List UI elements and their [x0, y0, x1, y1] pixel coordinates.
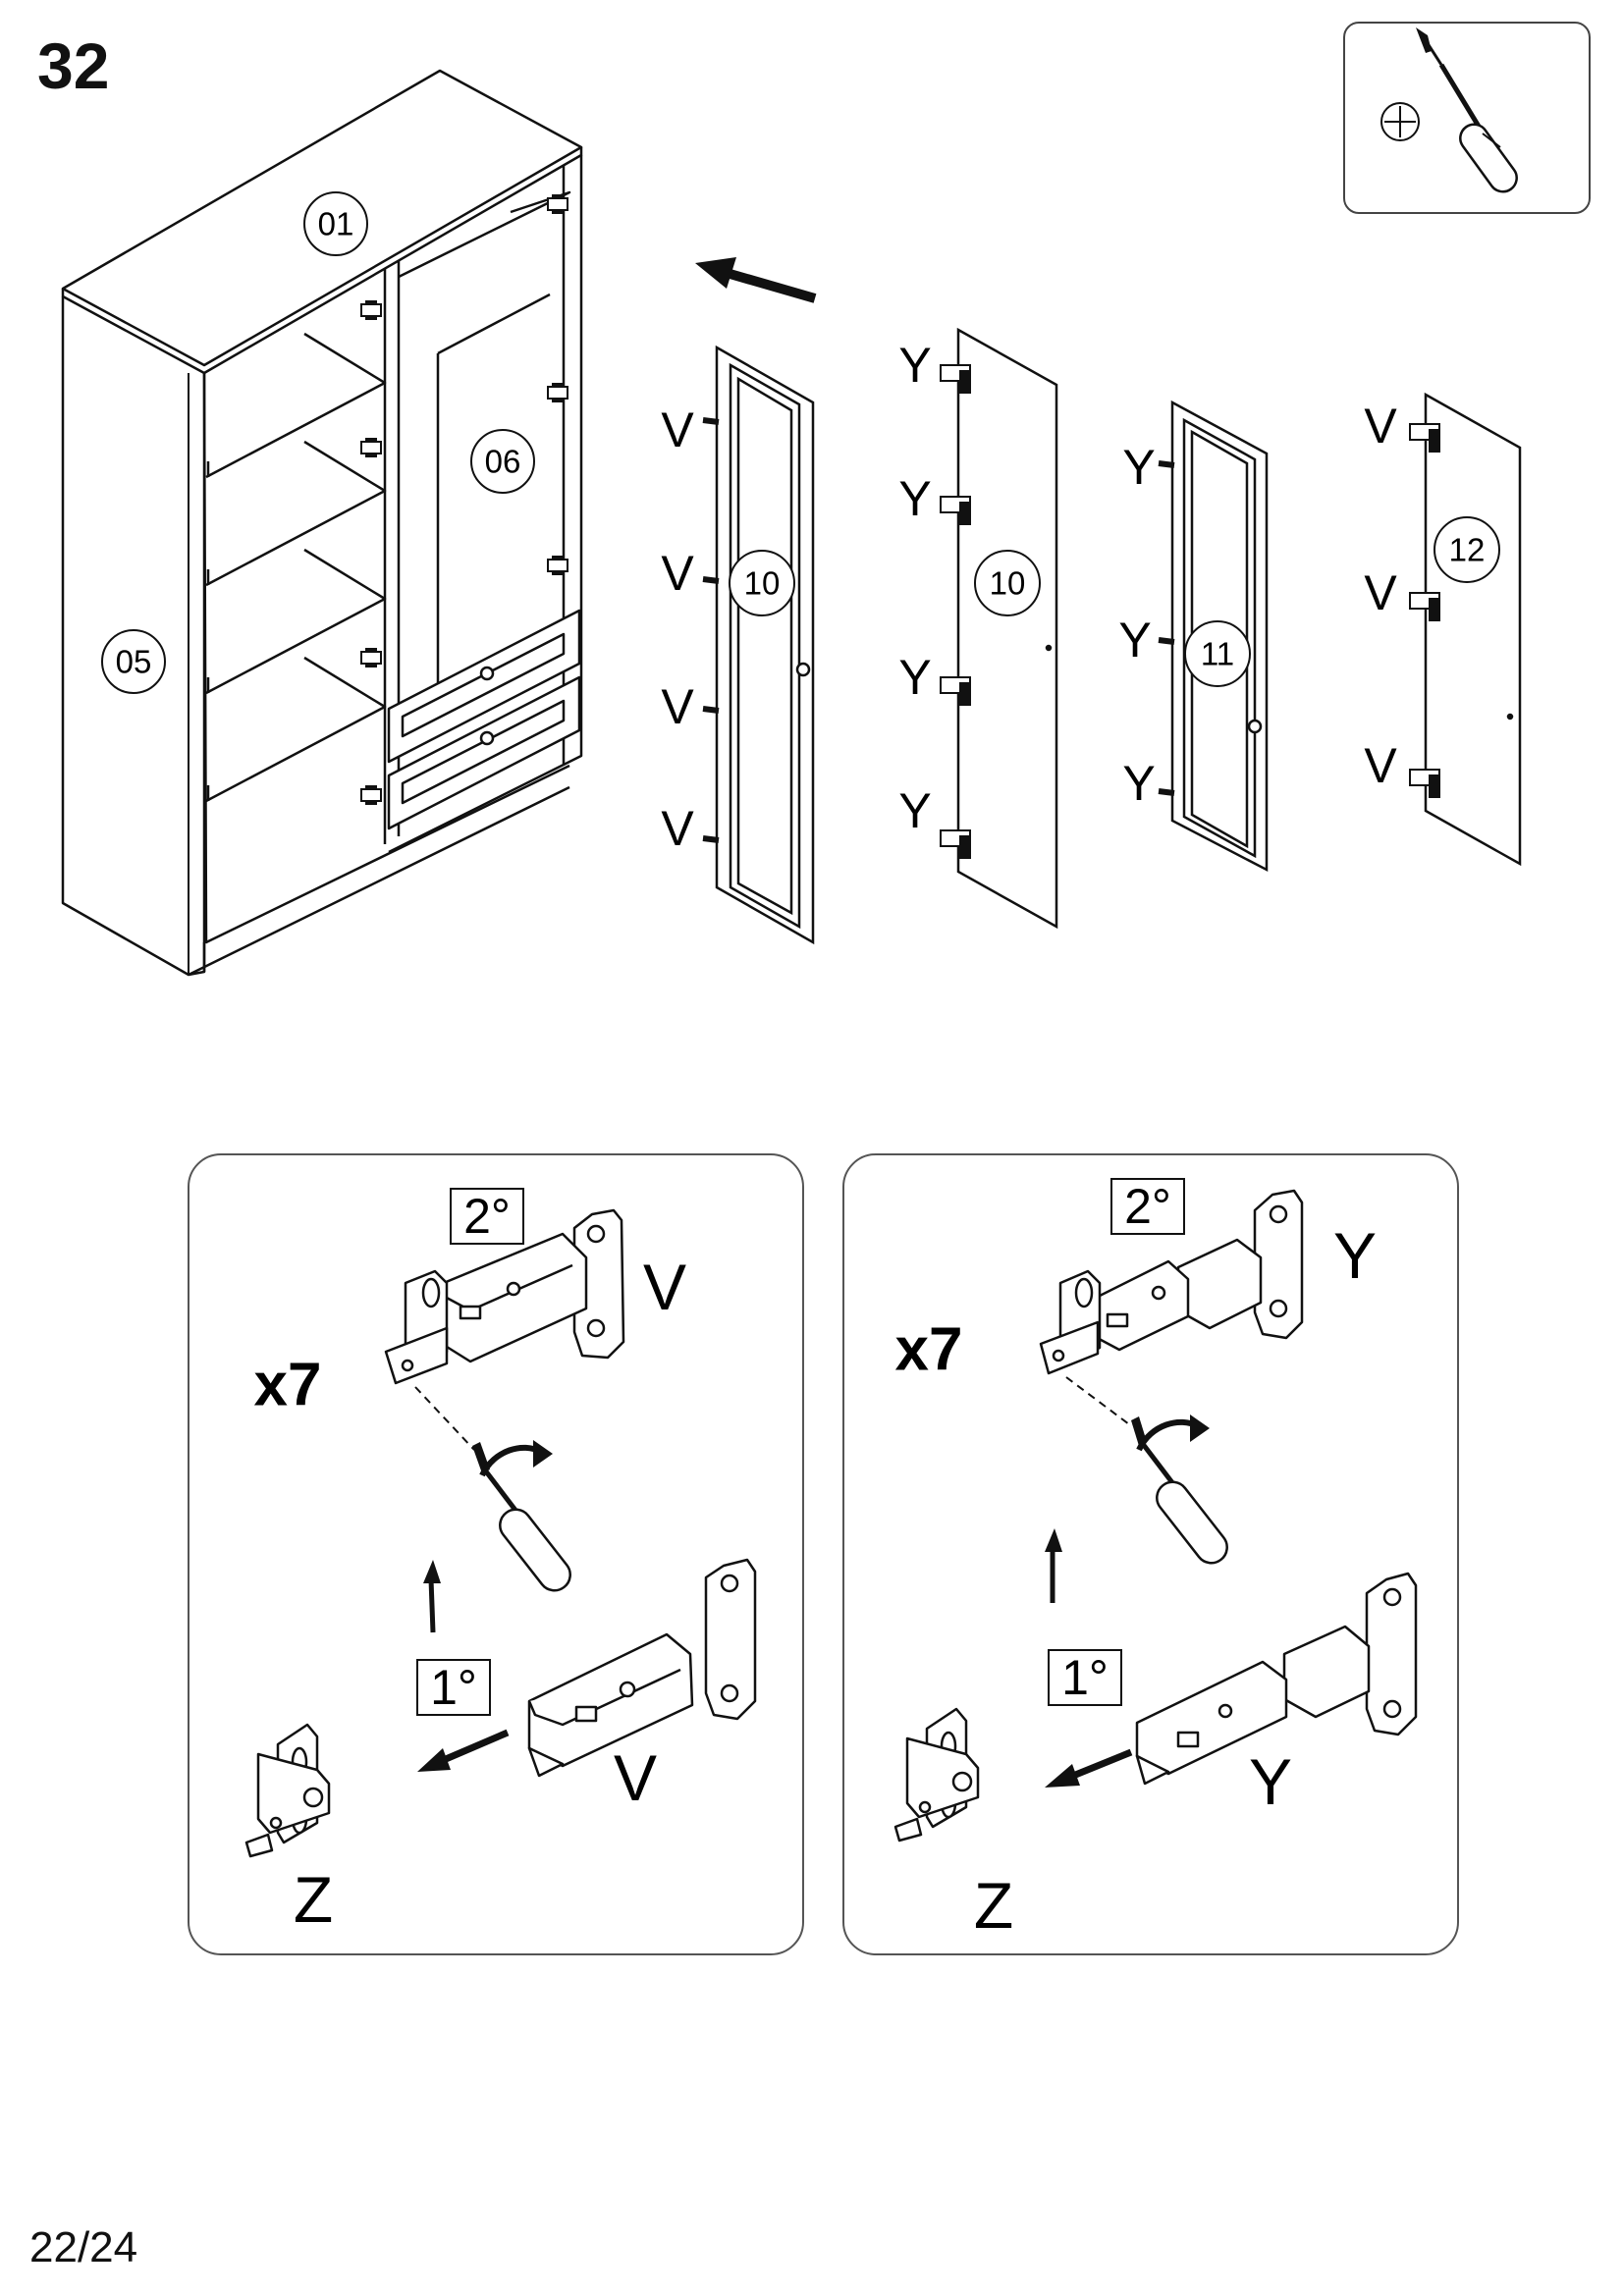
hinge-loose-y — [1135, 1572, 1418, 1786]
tool-box — [1343, 22, 1591, 214]
step-2-label: 2° — [463, 1189, 511, 1244]
door-1 — [702, 345, 815, 945]
hinge-loose-v — [527, 1558, 757, 1778]
screwdriver-icon — [1131, 1415, 1228, 1565]
cabinet-part-labels — [101, 191, 535, 694]
hinge-bottom-label: Y — [1249, 1745, 1292, 1818]
quantity-label: x7 — [895, 1316, 963, 1384]
step-1-box — [416, 1659, 491, 1716]
door-3-part-label: 11 — [1201, 636, 1234, 672]
door-4-hinge-label-2: V — [1364, 565, 1397, 620]
screwdriver-icon — [472, 1440, 571, 1592]
phillips-screwdriver-icon — [1380, 27, 1518, 193]
door-3-hinge-label-1: Y — [1122, 440, 1155, 495]
part-circle-side — [101, 629, 166, 694]
hinge-detail-panel-v: 2° x7 V — [188, 1153, 804, 1955]
step-1-box — [1048, 1649, 1122, 1706]
door-1-part-label: 10 — [744, 565, 781, 602]
door-4-hinge-label-3: V — [1364, 738, 1397, 793]
door-2-hinge-label-1: Y — [898, 338, 931, 393]
part-circle-top — [303, 191, 368, 256]
step-number: 32 — [37, 29, 110, 102]
hinge-bottom-label: V — [614, 1741, 657, 1814]
door-3-hinge-label-2: Y — [1118, 613, 1151, 667]
door-4-hinges — [1409, 423, 1440, 798]
arrow-left-small-icon — [1045, 1748, 1133, 1788]
arrow-up-icon — [423, 1560, 441, 1633]
door-1-hinge-label-3: V — [661, 679, 694, 734]
door-4-part-label: 12 — [1449, 532, 1486, 568]
door-2 — [956, 327, 1058, 930]
door-1-hinge-label-4: V — [661, 801, 694, 856]
door-1-hinge-label-1: V — [661, 402, 694, 457]
door-2-part-label: 10 — [990, 565, 1026, 602]
door-3-hinge-label-3: Y — [1122, 756, 1155, 811]
plate-label: Z — [974, 1869, 1013, 1942]
hinge-top-label: Y — [1333, 1219, 1377, 1292]
door-1-part-circle — [729, 550, 795, 616]
door-1-hinge-label-2: V — [661, 546, 694, 601]
cabinet-hinge-plates — [360, 194, 568, 805]
arrow-left-icon — [695, 257, 817, 303]
step-1-label: 1° — [430, 1660, 477, 1715]
part-circle-middle — [470, 429, 535, 494]
hinge-assembled-v — [384, 1208, 625, 1385]
door-2-part-circle — [974, 550, 1041, 616]
door-2-hinge-label-2: Y — [898, 471, 931, 526]
step-2-box — [1110, 1178, 1185, 1235]
hinge-assembled-y — [1039, 1189, 1304, 1375]
plate-label: Z — [294, 1863, 333, 1936]
door-2-hinges — [940, 364, 971, 859]
part-label-middle: 06 — [485, 444, 521, 480]
step-2-label: 2° — [1124, 1179, 1171, 1234]
arrow-up-icon — [1045, 1528, 1062, 1603]
door-3-part-circle — [1184, 620, 1251, 687]
quantity-label: x7 — [254, 1352, 322, 1419]
door-2-hinge-label-4: Y — [898, 783, 931, 838]
door-2-hinge-label-3: Y — [898, 650, 931, 705]
step-1-label: 1° — [1061, 1650, 1109, 1705]
door-4-part-circle — [1434, 516, 1500, 583]
hinge-detail-panel-y: 2° x7 Y — [842, 1153, 1459, 1955]
step-2-box — [450, 1188, 524, 1245]
mounting-plate-z — [244, 1723, 331, 1858]
page-number: 22/24 — [29, 2223, 138, 2271]
main-assembly-diagram: 01 06 05 10 V V V V 10 Y Y Y Y — [61, 69, 1522, 977]
door-4 — [1424, 392, 1522, 867]
hinge-top-label: V — [643, 1251, 686, 1323]
arrow-left-small-icon — [417, 1729, 510, 1772]
door-4-hinge-label-1: V — [1364, 399, 1397, 454]
part-label-top: 01 — [318, 206, 354, 242]
mounting-plate-z — [893, 1707, 980, 1842]
part-label-side: 05 — [116, 644, 152, 680]
